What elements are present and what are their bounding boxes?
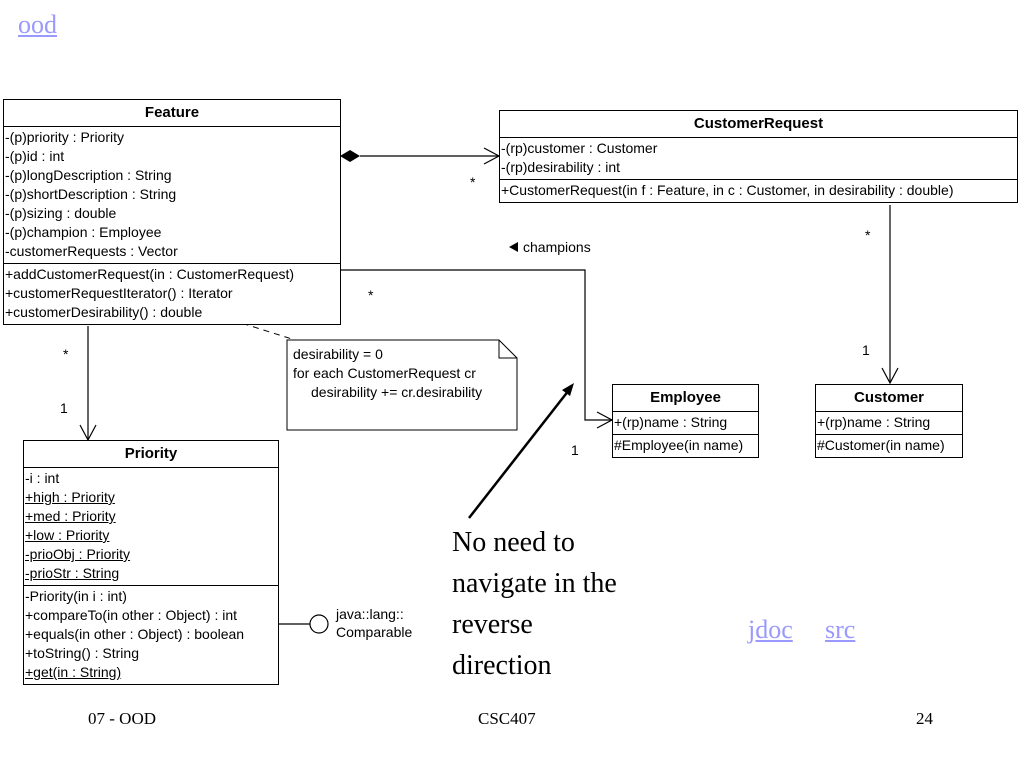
feature-operation: +customerRequestIterator() : Iterator — [5, 285, 233, 301]
priority-attribute: -i : int — [25, 470, 60, 486]
champions-label: champions — [523, 239, 591, 255]
customer-attributes: +(rp)name : String — [816, 412, 962, 435]
composition-diamond — [340, 150, 360, 162]
priority-attribute: +med : Priority — [25, 508, 116, 524]
note-text: desirability = 0 for each CustomerReques… — [293, 345, 482, 402]
annotation-line: navigate in the — [452, 568, 617, 599]
priority-attribute: -prioStr : String — [25, 565, 120, 581]
annotation-arrow-head — [562, 383, 574, 396]
interface-name: Comparable — [336, 624, 413, 640]
multiplicity-employee: 1 — [571, 442, 579, 458]
footer-page-number: 24 — [916, 709, 933, 728]
jdoc-link[interactable]: jdoc — [748, 615, 793, 644]
priority-operation: +toString() : String — [25, 645, 139, 661]
note-fold — [498, 340, 517, 359]
multiplicity-feature-employee: * — [368, 287, 374, 303]
employee-attribute: +(rp)name : String — [614, 414, 728, 430]
annotation-line: reverse — [452, 609, 533, 640]
feature-attribute: -customerRequests : Vector — [5, 243, 178, 259]
cr-customer-arrow — [881, 367, 899, 385]
multiplicity-cr-customer-top: * — [865, 227, 871, 243]
employee-operation: #Employee(in name) — [614, 437, 744, 453]
annotation-line: No need to — [452, 527, 575, 558]
feature-operation: +customerDesirability() : double — [5, 304, 203, 320]
feature-attribute: -(p)id : int — [5, 148, 65, 164]
employee-operations: #Employee(in name) — [613, 435, 758, 457]
annotation-arrow-line — [468, 389, 570, 519]
customer-request-operations: +CustomerRequest(in f : Feature, in c : … — [500, 180, 1017, 202]
ood-link[interactable]: ood — [18, 10, 57, 39]
note-line: desirability += cr.desirability — [311, 384, 483, 400]
feature-attribute: -(p)priority : Priority — [5, 129, 125, 145]
priority-operation: -Priority(in i : int) — [25, 588, 127, 604]
customer-request-attribute: -(rp)desirability : int — [501, 159, 621, 175]
note-box — [286, 339, 518, 431]
customer-class: Customer +(rp)name : String #Customer(in… — [815, 384, 963, 458]
footer-center: CSC407 — [478, 709, 536, 728]
annotation-line: direction — [452, 650, 552, 681]
priority-attribute: +high : Priority — [25, 489, 115, 505]
customer-request-class: CustomerRequest -(rp)customer : Customer… — [499, 110, 1018, 203]
feature-class-name: Feature — [4, 100, 340, 127]
employee-class: Employee +(rp)name : String #Employee(in… — [612, 384, 759, 458]
priority-class-name: Priority — [24, 441, 278, 468]
customer-operations: #Customer(in name) — [816, 435, 962, 457]
multiplicity-feature-priority-bottom: 1 — [60, 400, 68, 416]
priority-operations: -Priority(in i : int) +compareTo(in othe… — [24, 586, 278, 684]
champions-direction-icon — [509, 242, 518, 252]
multiplicity-feature-priority-top: * — [63, 346, 69, 362]
customer-attribute: +(rp)name : String — [817, 414, 931, 430]
feature-operations: +addCustomerRequest(in : CustomerRequest… — [4, 264, 340, 324]
customer-class-name: Customer — [816, 385, 962, 412]
priority-attributes: -i : int +high : Priority +med : Priorit… — [24, 468, 278, 586]
customer-request-class-name: CustomerRequest — [500, 111, 1017, 138]
feature-employee-line — [340, 269, 612, 421]
customer-request-attributes: -(rp)customer : Customer -(rp)desirabili… — [500, 138, 1017, 180]
comparable-interface-circle — [309, 614, 329, 634]
priority-attribute: +low : Priority — [25, 527, 110, 543]
src-link[interactable]: src — [825, 615, 856, 644]
multiplicity-feature-cr: * — [470, 174, 476, 190]
feature-attributes: -(p)priority : Priority -(p)id : int -(p… — [4, 127, 340, 264]
feature-operation: +addCustomerRequest(in : CustomerRequest… — [5, 266, 295, 282]
customer-request-attribute: -(rp)customer : Customer — [501, 140, 658, 156]
priority-operation: +get(in : String) — [25, 664, 122, 680]
comparable-interface-label: java::lang:: Comparable — [336, 605, 412, 641]
feature-attribute: -(p)champion : Employee — [5, 224, 162, 240]
multiplicity-cr-customer-bottom: 1 — [862, 342, 870, 358]
customer-operation: #Customer(in name) — [817, 437, 945, 453]
interface-package: java::lang:: — [336, 606, 404, 622]
priority-attribute: -prioObj : Priority — [25, 546, 131, 562]
customer-request-operation: +CustomerRequest(in f : Feature, in c : … — [501, 182, 954, 198]
note-line: for each CustomerRequest cr — [293, 365, 476, 381]
feature-attribute: -(p)longDescription : String — [5, 167, 172, 183]
priority-operation: +compareTo(in other : Object) : int — [25, 607, 238, 623]
note-line: desirability = 0 — [293, 346, 383, 362]
priority-class: Priority -i : int +high : Priority +med … — [23, 440, 279, 685]
employee-attributes: +(rp)name : String — [613, 412, 758, 435]
feature-attribute: -(p)shortDescription : String — [5, 186, 177, 202]
feature-attribute: -(p)sizing : double — [5, 205, 117, 221]
employee-class-name: Employee — [613, 385, 758, 412]
annotation-text: No need to navigate in the reverse direc… — [452, 522, 617, 686]
feature-class: Feature -(p)priority : Priority -(p)id :… — [3, 99, 341, 325]
footer-left: 07 - OOD — [88, 709, 156, 728]
priority-operation: +equals(in other : Object) : boolean — [25, 626, 245, 642]
